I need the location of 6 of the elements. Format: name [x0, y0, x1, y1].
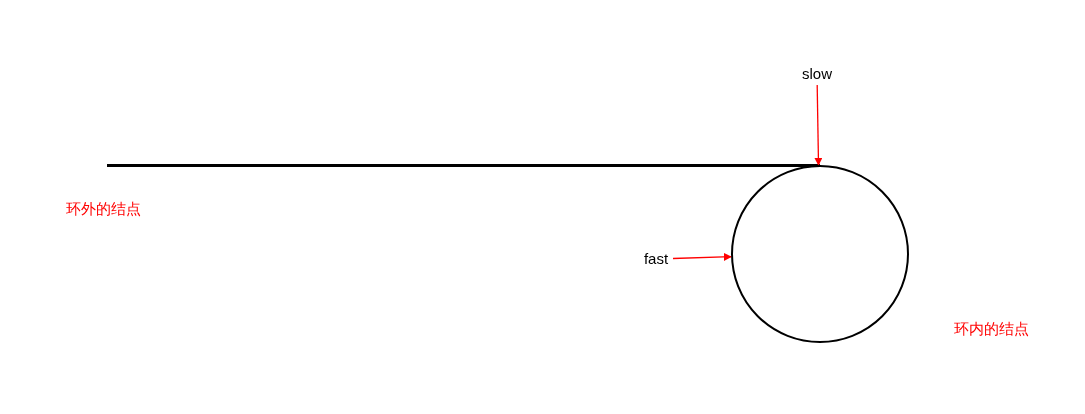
node-label: 环内的结点 — [954, 319, 1029, 339]
arrow — [814, 84, 823, 166]
node-label: 环外的结点 — [66, 199, 141, 219]
text-label: fast — [639, 248, 673, 270]
text-label: slow — [797, 63, 837, 85]
arrow — [672, 252, 732, 261]
